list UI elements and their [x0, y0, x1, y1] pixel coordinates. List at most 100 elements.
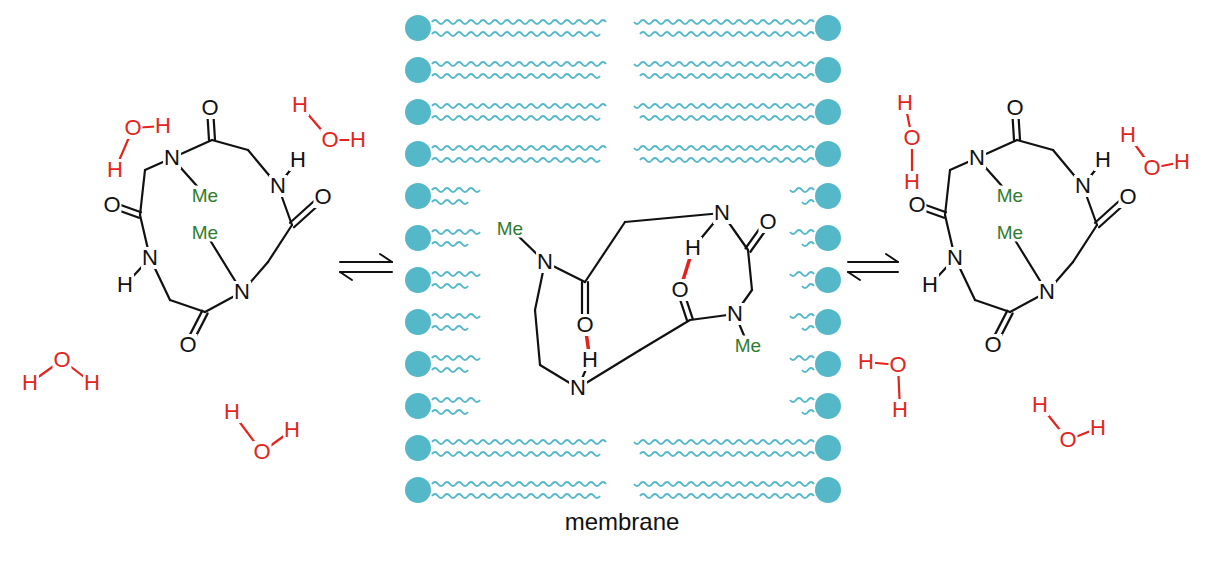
lipid-head [405, 15, 431, 41]
lipid-tail [634, 20, 814, 24]
lipid-tail [432, 452, 600, 456]
lipid-tail [640, 116, 814, 120]
atom-label: O [178, 334, 197, 356]
ring-bond [585, 222, 625, 282]
lipid-head [815, 435, 841, 461]
lipid-tail [640, 452, 814, 456]
lipid-tail [634, 440, 814, 444]
lipid-tail [432, 20, 606, 24]
lipid-tail [640, 32, 814, 36]
lipid-tail [802, 368, 814, 372]
atom-label: O [1005, 97, 1024, 119]
lipid-head [405, 141, 431, 167]
lipid-tail [432, 356, 480, 360]
lipid-head [405, 477, 431, 503]
ring-bond [945, 170, 950, 215]
lipid-tail [432, 398, 480, 402]
water-atom: H [106, 159, 124, 181]
atom-label: N [946, 247, 964, 269]
lipid-head [815, 183, 841, 209]
ring-bond [535, 310, 540, 365]
lipid-head [815, 393, 841, 419]
water-atom: H [1119, 124, 1137, 146]
water-atom: H [1031, 394, 1049, 416]
water-atom: O [888, 354, 907, 376]
methyl-label: Me [996, 186, 1024, 205]
atom-label: N [713, 202, 731, 224]
atom-label: H [116, 274, 134, 296]
lipid-tail [432, 230, 480, 234]
equilibrium-arrow [848, 271, 898, 273]
lipid-tail [432, 482, 606, 486]
lipid-tail [432, 62, 606, 66]
atom-label: N [968, 147, 986, 169]
atom-label: N [233, 281, 251, 303]
membrane-label: membrane [564, 510, 681, 534]
water-atom: H [857, 351, 875, 373]
lipid-head [405, 57, 431, 83]
lipid-head [815, 15, 841, 41]
water-atom: O [252, 441, 271, 463]
ring-bond [748, 250, 752, 290]
lipid-head [815, 99, 841, 125]
lipid-tail [790, 398, 814, 402]
lipid-head [405, 393, 431, 419]
atom-label: O [313, 186, 332, 208]
lipid-tail [640, 158, 814, 162]
lipid-tail [802, 326, 814, 330]
atom-label: O [907, 194, 926, 216]
water-atom: H [349, 129, 367, 151]
equilibrium-arrow [848, 272, 860, 280]
lipid-tail [432, 368, 468, 372]
methyl-label: Me [734, 336, 762, 355]
ring-bond [1073, 225, 1097, 262]
ring-bond [578, 350, 640, 388]
methyl-label: Me [191, 223, 219, 242]
lipid-tail [432, 326, 468, 330]
methyl-label: Me [996, 223, 1024, 242]
lipid-tail [432, 188, 480, 192]
lipid-tail [640, 74, 814, 78]
lipid-tail [790, 188, 814, 192]
atom-label: O [200, 97, 219, 119]
ring-bond [1017, 140, 1053, 150]
water-atom: O [320, 129, 339, 151]
atom-label: O [1118, 186, 1137, 208]
lipid-tail [432, 314, 480, 318]
atom-label: O [670, 279, 689, 301]
lipid-head [815, 57, 841, 83]
ring-bond [625, 213, 722, 222]
water-atom: O [1058, 429, 1077, 451]
lipid-tail [802, 410, 814, 414]
lipid-head [405, 267, 431, 293]
lipid-tail [790, 272, 814, 276]
lipid-head [815, 141, 841, 167]
lipid-head [405, 309, 431, 335]
lipid-tail [790, 356, 814, 360]
lipid-tail [432, 146, 606, 150]
lipid-tail [432, 74, 600, 78]
lipid-head [815, 309, 841, 335]
water-atom: H [896, 92, 914, 114]
lipid-head [405, 351, 431, 377]
atom-label: H [684, 237, 702, 259]
lipid-tail [634, 104, 814, 108]
atom-label: N [163, 147, 181, 169]
water-atom: H [21, 372, 39, 394]
lipid-tail [432, 116, 600, 120]
ring-bond [268, 225, 292, 262]
lipid-tail [790, 230, 814, 234]
ring-bond [212, 140, 248, 150]
lipid-tail [432, 104, 606, 108]
atom-label: N [1038, 281, 1056, 303]
water-atom: O [1142, 157, 1161, 179]
lipid-tail [432, 200, 468, 204]
equilibrium-arrow [340, 271, 392, 273]
water-atom: H [83, 372, 101, 394]
lipid-tail [432, 410, 468, 414]
lipid-head [815, 267, 841, 293]
atom-label: N [536, 251, 554, 273]
methyl-label: Me [191, 186, 219, 205]
equilibrium-arrow [340, 272, 352, 280]
